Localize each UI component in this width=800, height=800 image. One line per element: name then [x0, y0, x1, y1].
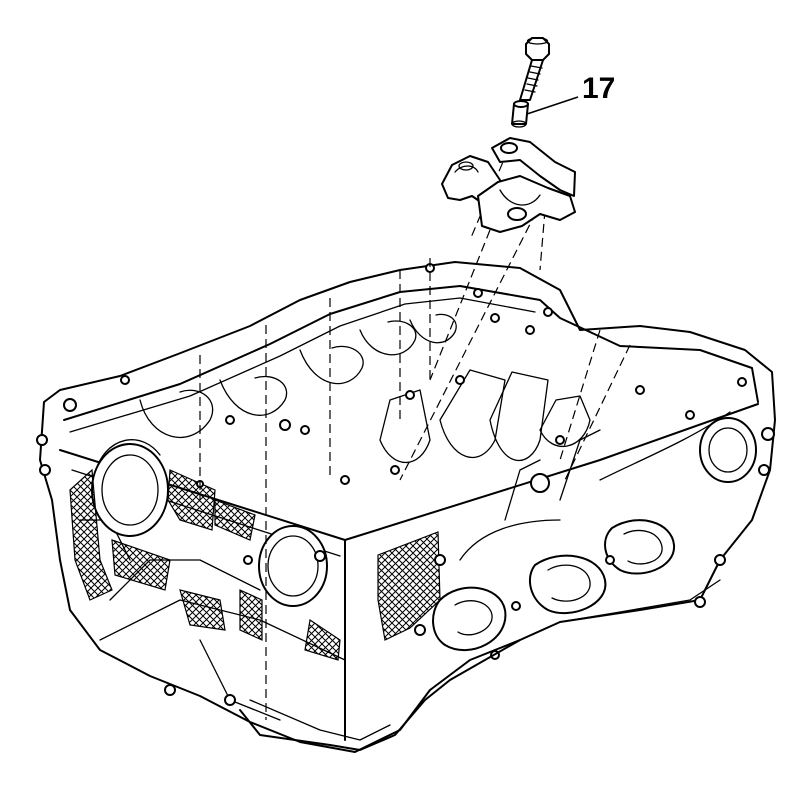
camshaft-bearing-cap [441, 137, 576, 233]
bolt-spacer-sleeve [511, 100, 529, 128]
cap-body [477, 175, 576, 233]
callout-leader-line [526, 96, 579, 115]
crankcase-shading-1 [69, 468, 113, 601]
callout-number: 17 [582, 72, 616, 105]
top-deck-rim [63, 285, 759, 421]
cap-bolt [519, 37, 550, 101]
assembly-guide-lines [199, 149, 631, 720]
main-bearing-bore-right [258, 525, 328, 607]
crankcase-shading-2 [377, 531, 441, 641]
top-bearing-webs [139, 313, 591, 464]
side-ports [432, 411, 757, 651]
bottom-flange [239, 639, 521, 751]
bolt-head [525, 37, 550, 61]
cylinder-block [36, 261, 776, 753]
